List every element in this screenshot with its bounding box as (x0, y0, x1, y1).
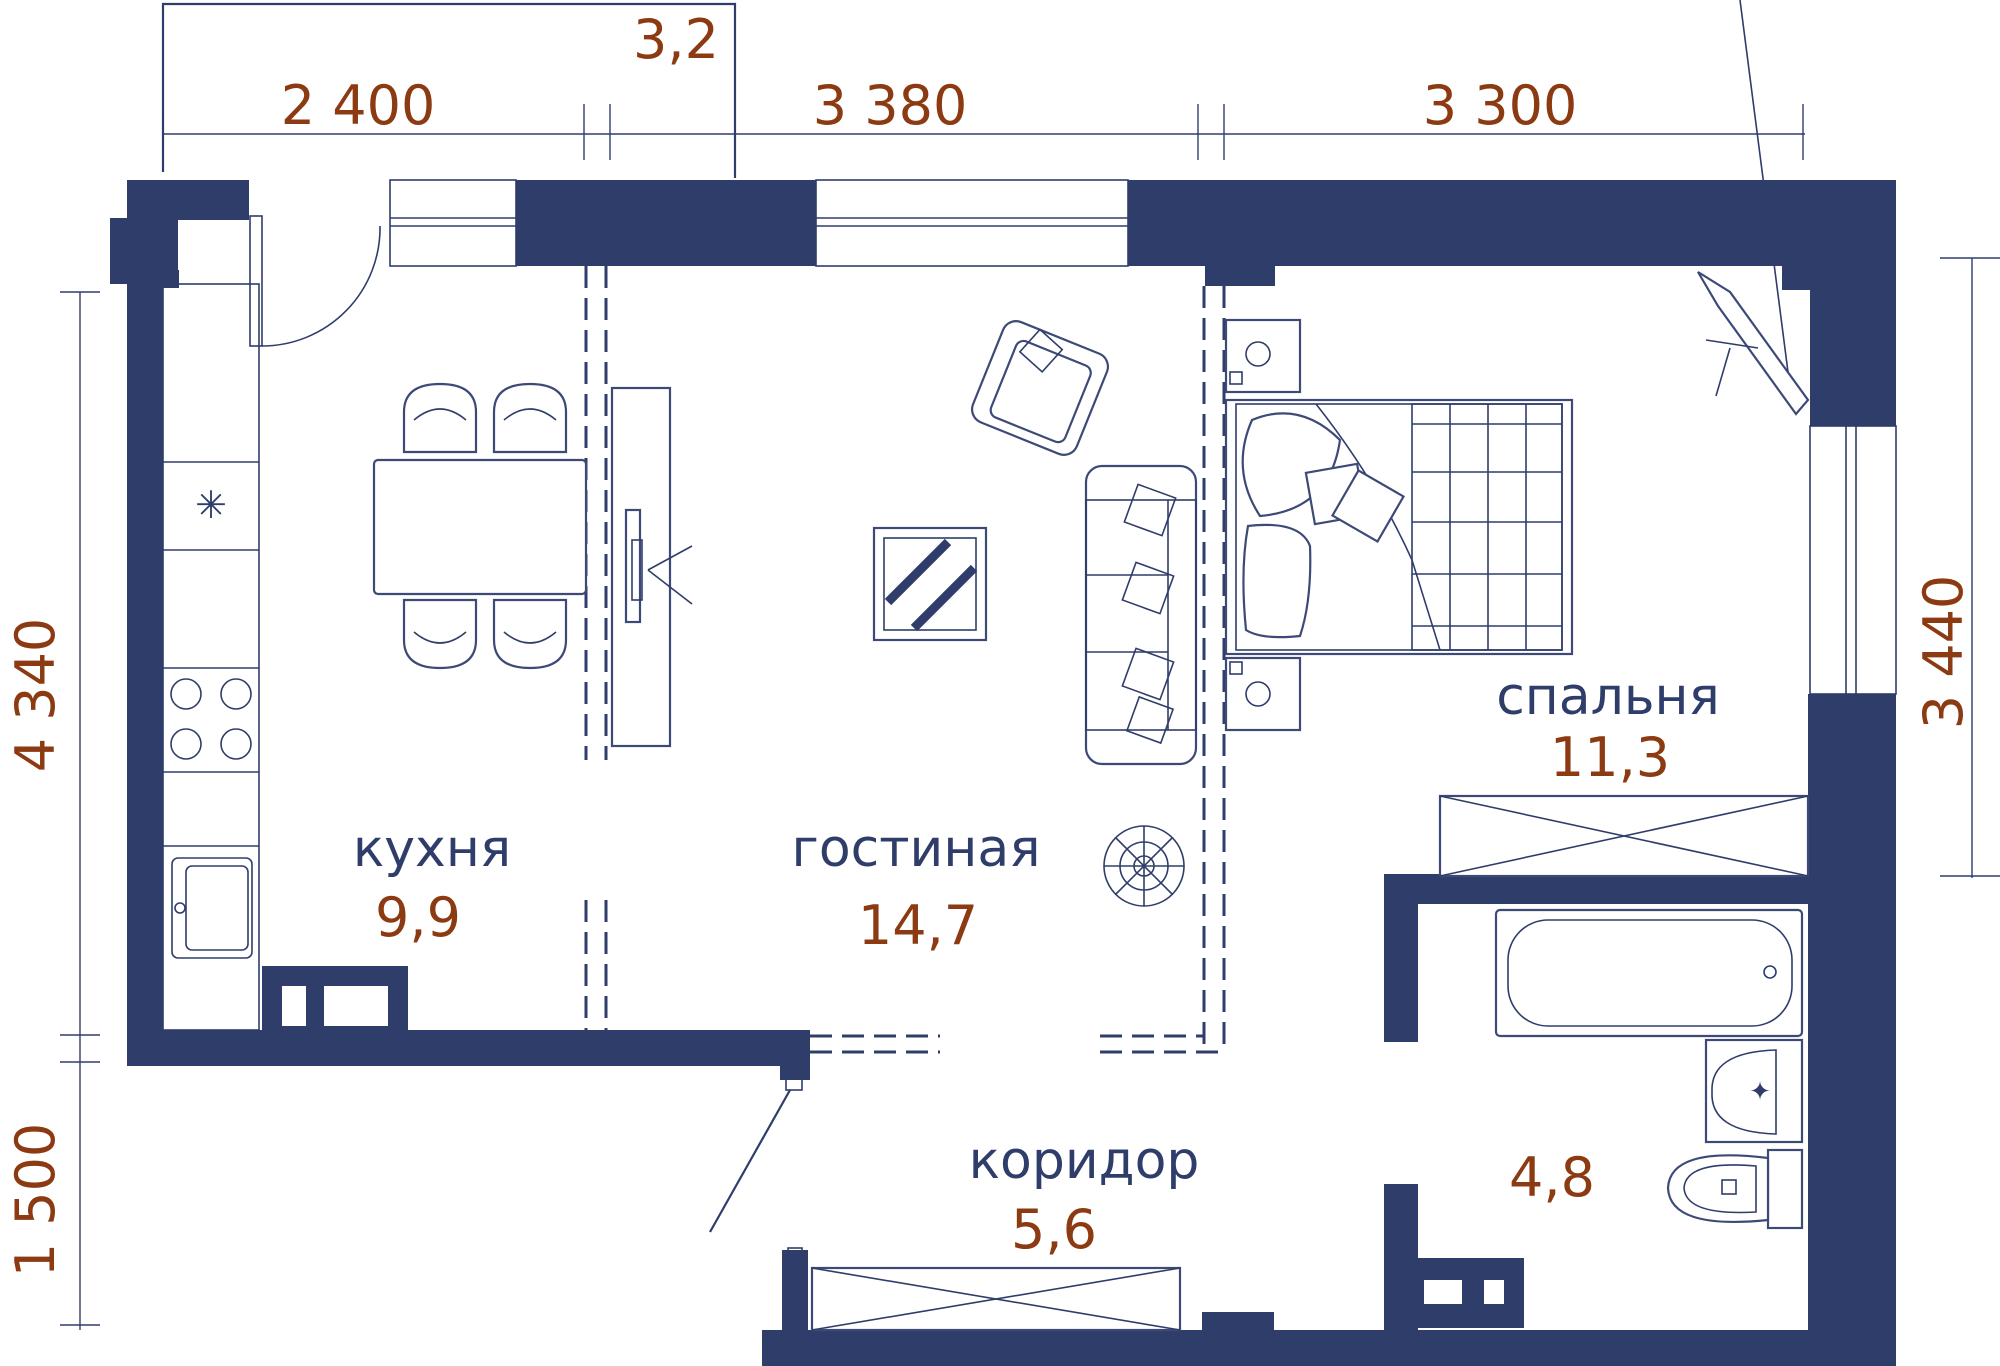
dim-top-left: 2 400 (281, 74, 436, 137)
balcony-outline (161, 2, 737, 178)
room-label-corridor: коридор (969, 1131, 1200, 1191)
partitions (584, 266, 1226, 1054)
room-label-kitchen: кухня (353, 819, 511, 879)
dining-chairs (402, 382, 568, 670)
bathtub (1494, 908, 1804, 1038)
plant-icon (1103, 825, 1185, 907)
dim-left-lower: 1 500 (4, 1123, 67, 1278)
kitchen-counter (162, 283, 260, 1031)
dim-top-middle: 3 380 (813, 74, 968, 137)
sofa (1084, 464, 1198, 766)
toilet (1666, 1148, 1804, 1230)
dim-left-upper: 4 340 (4, 618, 67, 773)
room-label-bedroom: спальня (1496, 667, 1720, 727)
room-area-corridor: 5,6 (1011, 1198, 1097, 1261)
chair (492, 598, 568, 670)
bed (1224, 398, 1574, 656)
bedroom-mirror (1697, 0, 1810, 416)
walls (110, 180, 1896, 1366)
dimension-lines (60, 104, 2000, 1330)
room-area-kitchen: 9,9 (375, 886, 461, 949)
tv-stand (610, 386, 693, 748)
cooktop (170, 678, 252, 760)
nightstand-top (1224, 318, 1302, 394)
room-area-bedroom: 11,3 (1550, 726, 1670, 789)
corridor-wardrobe (787, 1247, 1182, 1332)
window-living (815, 179, 1129, 267)
snowflake-icon: ✳ (195, 483, 227, 527)
chair (402, 382, 478, 454)
balcony-door (249, 215, 381, 347)
dim-right: 3 440 (1912, 575, 1975, 730)
svg-text:✦: ✦ (1749, 1077, 1771, 1107)
room-label-living: гостиная (792, 819, 1041, 879)
chair (492, 382, 568, 454)
kitchen-sink (171, 857, 253, 959)
dining-table (372, 458, 588, 596)
wardrobe (1438, 794, 1810, 878)
nightstand-bottom (1224, 656, 1302, 732)
dim-balcony-depth: 3,2 (633, 8, 719, 71)
dim-top-right: 3 300 (1423, 74, 1578, 137)
coffee-table (872, 526, 988, 642)
room-area-living: 14,7 (858, 894, 978, 957)
room-area-bathroom: 4,8 (1509, 1146, 1595, 1209)
window-kitchen (389, 179, 517, 267)
window-bedroom (1809, 425, 1897, 695)
entrance-door (709, 1065, 803, 1233)
chair (402, 598, 478, 670)
washbasin: ✦ (1704, 1038, 1804, 1144)
armchair (970, 320, 1110, 456)
